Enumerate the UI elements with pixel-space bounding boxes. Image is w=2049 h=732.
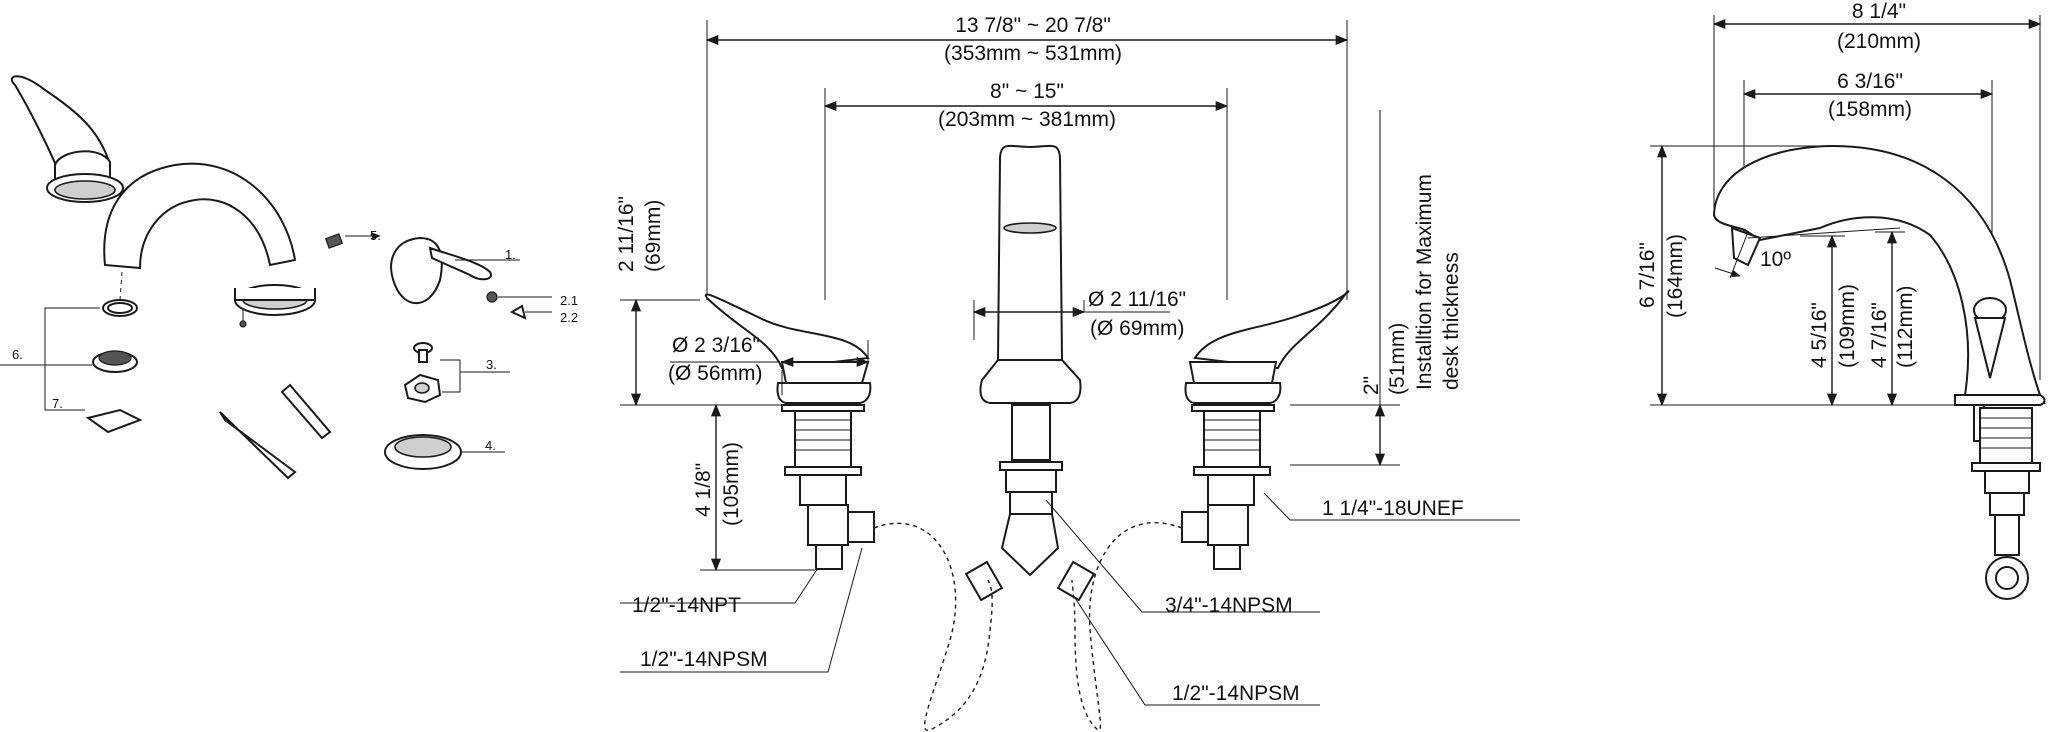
overall-width-imperial: 13 7/8" ~ 20 7/8" — [955, 14, 1111, 37]
exploded-parts-view: 5. 1. 2.1 2.2 3. 4. 6. 7. — [0, 75, 578, 480]
handle-screw — [509, 304, 527, 320]
thread-unef: 1 1/4"-18UNEF — [1322, 497, 1464, 520]
handle-height-metric: (69mm) — [642, 200, 665, 272]
hose-right — [1071, 522, 1183, 731]
right-shank — [1181, 404, 1275, 570]
thread-npsm-tee: 3/4"-14NPSM — [1165, 594, 1293, 617]
angle-label: 10º — [1760, 248, 1791, 271]
thread-npsm-right: 1/2"-14NPSM — [1172, 682, 1300, 705]
side-view: 8 1/4" (210mm) 6 3/16" (158mm) 6 7/16" (… — [1636, 0, 2046, 600]
exploded-handle — [10, 75, 124, 203]
thread-npsm-left: 1/2"-14NPSM — [640, 648, 768, 671]
outlet-height-metric: (109mm) — [1836, 284, 1859, 368]
hose-left — [873, 522, 993, 731]
deck-note-line2: desk thickness — [1440, 252, 1463, 390]
deck-note-line1: Installtion for Maximum — [1413, 174, 1436, 390]
spout-diameter-imperial: Ø 2 11/16" — [1088, 288, 1186, 311]
deck-imperial: 2" — [1360, 376, 1383, 395]
exploded-spout — [103, 162, 316, 328]
reach-imperial: 6 3/16" — [1837, 70, 1903, 93]
spread-metric: (203mm ~ 381mm) — [938, 108, 1116, 131]
deck-flange — [384, 434, 462, 470]
callout-4: 4. — [485, 438, 496, 453]
height-imperial: 6 7/16" — [1636, 242, 1659, 308]
callout-5: 5. — [370, 228, 381, 243]
exploded-handle-lever — [390, 236, 492, 305]
side-shank — [1971, 407, 2041, 600]
spread-imperial: 8" ~ 15" — [990, 80, 1064, 103]
handle-diameter-metric: (Ø 56mm) — [668, 362, 763, 385]
aerator-height-imperial: 4 7/16" — [1868, 302, 1891, 368]
aerator — [92, 350, 138, 373]
depth-metric: (210mm) — [1837, 30, 1921, 53]
callout-2-1: 2.1 — [560, 293, 578, 308]
center-spout — [964, 144, 1096, 602]
spout-diameter-metric: (Ø 69mm) — [1090, 317, 1185, 340]
mounting-screw — [413, 342, 433, 363]
outlet-height-imperial: 4 5/16" — [1808, 302, 1831, 368]
handle-height-imperial: 2 11/16" — [615, 196, 638, 272]
shank-metric: (105mm) — [720, 442, 743, 526]
callout-3: 3. — [486, 357, 497, 372]
callout-2-2: 2.2 — [560, 310, 578, 325]
thread-npt: 1/2"-14NPT — [632, 594, 741, 617]
left-shank — [781, 404, 875, 570]
reach-metric: (158mm) — [1828, 98, 1912, 121]
hex-keys — [219, 383, 332, 480]
right-handle — [1184, 290, 1350, 404]
height-metric: (164mm) — [1664, 234, 1687, 318]
shank-imperial: 4 1/8" — [692, 463, 715, 517]
handle-diameter-imperial: Ø 2 3/16" — [672, 334, 760, 357]
aerator-height-metric: (112mm) — [1894, 286, 1917, 368]
cap-button — [486, 291, 498, 303]
callout-6: 6. — [12, 347, 23, 362]
overall-width-metric: (353mm ~ 531mm) — [944, 42, 1122, 65]
callout-7: 7. — [52, 396, 63, 411]
set-screw — [324, 233, 344, 249]
callout-1: 1. — [505, 247, 516, 262]
mounting-nut — [403, 373, 442, 404]
front-view: 13 7/8" ~ 20 7/8" (353mm ~ 531mm) 8" ~ 1… — [615, 14, 1520, 731]
aerator-key — [85, 408, 143, 434]
side-spout — [1712, 144, 2046, 442]
deck-metric: (51mm) — [1386, 323, 1409, 395]
depth-imperial: 8 1/4" — [1852, 0, 1906, 23]
